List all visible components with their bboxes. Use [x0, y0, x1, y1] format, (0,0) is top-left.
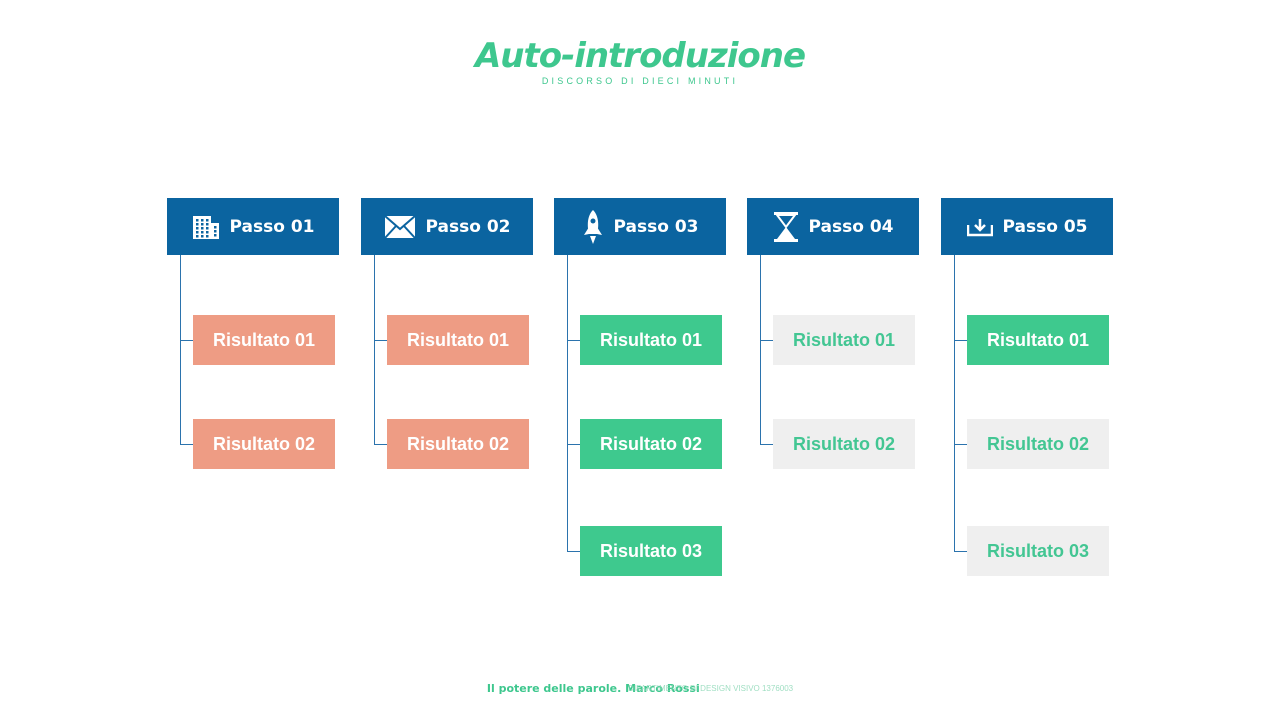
building-icon — [192, 214, 220, 240]
branch-line — [180, 444, 193, 445]
step-header: Passo 03 — [554, 198, 726, 255]
step-label: Passo 02 — [425, 216, 511, 237]
branch-line — [180, 340, 193, 341]
step-column-1: Passo 01 Risultato 01 Risultato 02 — [167, 198, 339, 469]
envelope-icon — [383, 214, 416, 239]
step-label: Passo 04 — [808, 216, 894, 237]
branch-line — [760, 340, 773, 341]
connector-line — [760, 255, 761, 444]
result-box: Risultato 02 — [967, 419, 1109, 469]
branch-line — [954, 444, 967, 445]
result-box: Risultato 02 — [193, 419, 335, 469]
rocket-icon — [582, 209, 604, 245]
result-box: Risultato 02 — [773, 419, 915, 469]
connector-line — [180, 255, 181, 444]
step-column-3: Passo 03 Risultato 01 Risultato 02 Risultat… — [554, 198, 726, 576]
footer-text: Il potere delle parole. Marco Rossi — [486, 682, 700, 696]
branch-line — [954, 551, 967, 552]
footer-code: DIPARTIMENTO DI DESIGN VISIVO 1376003 — [628, 684, 794, 694]
branch-line — [567, 340, 580, 341]
result-box: Risultato 01 — [580, 315, 722, 365]
result-box: Risultato 02 — [580, 419, 722, 469]
footer: Il potere delle parole. Marco Rossi DIPA… — [0, 680, 1280, 696]
step-label: Passo 05 — [1002, 216, 1088, 237]
step-label: Passo 03 — [613, 216, 699, 237]
hourglass-icon — [773, 211, 799, 243]
step-label: Passo 01 — [229, 216, 315, 237]
branch-line — [567, 444, 580, 445]
result-box: Risultato 02 — [387, 419, 529, 469]
step-column-5: Passo 05 Risultato 01 Risultato 02 Risultat… — [941, 198, 1113, 576]
branch-line — [374, 340, 387, 341]
result-box: Risultato 01 — [773, 315, 915, 365]
branch-line — [567, 551, 580, 552]
step-header: Passo 02 — [361, 198, 533, 255]
step-column-2: Passo 02 Risultato 01 Risultato 02 — [361, 198, 533, 469]
page-subtitle: DISCORSO DI DIECI MINUTI — [541, 76, 739, 86]
branch-line — [374, 444, 387, 445]
branch-line — [954, 340, 967, 341]
branch-line — [760, 444, 773, 445]
step-header: Passo 05 — [941, 198, 1113, 255]
connector-line — [374, 255, 375, 444]
result-box: Risultato 03 — [580, 526, 722, 576]
result-box: Risultato 01 — [967, 315, 1109, 365]
inbox-download-icon — [966, 217, 993, 237]
connector-line — [567, 255, 568, 551]
step-header: Passo 01 — [167, 198, 339, 255]
page-title: Auto-introduzione — [474, 36, 806, 76]
result-box: Risultato 01 — [193, 315, 335, 365]
connector-line — [954, 255, 955, 551]
step-column-4: Passo 04 Risultato 01 Risultato 02 — [747, 198, 919, 469]
result-box: Risultato 01 — [387, 315, 529, 365]
result-box: Risultato 03 — [967, 526, 1109, 576]
step-header: Passo 04 — [747, 198, 919, 255]
